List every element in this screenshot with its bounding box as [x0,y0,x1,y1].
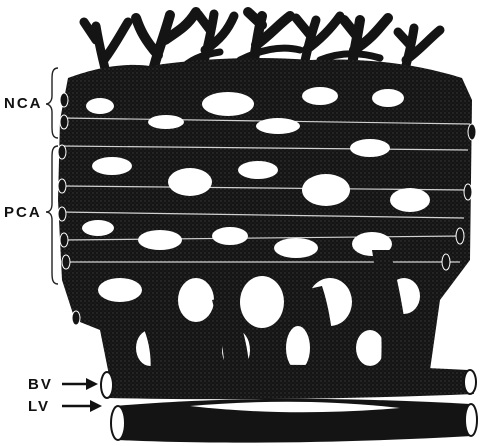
lv-label: LV [28,399,50,414]
bv-label: BV [28,377,53,392]
pca-bracket [46,146,58,284]
nca-bracket [46,68,58,138]
bv-arrow [62,378,98,390]
nca-label: NCA [4,96,43,111]
capillary-plexus [58,58,472,380]
pca-label: PCA [4,205,42,220]
lv-arrow [62,400,102,412]
blood-vessel-bv [101,365,476,399]
lymphatic-vessel-lv [111,399,477,443]
